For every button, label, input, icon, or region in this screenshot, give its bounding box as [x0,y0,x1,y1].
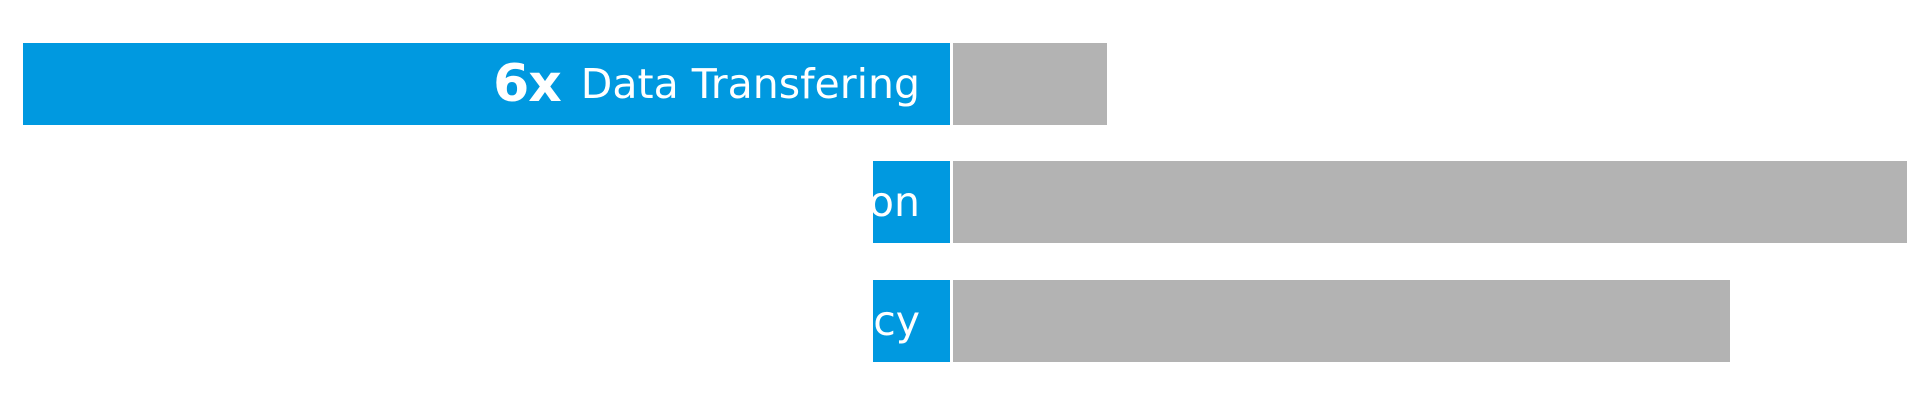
bar-primary: 1/2 Latency [650,280,950,362]
bar-category-label: Data Transfering [580,60,920,108]
bar-primary: 1/2 CPU Utilization [510,161,950,243]
bar-multiplier: 1/2 [509,172,599,232]
bar-category-label: Latency [757,297,920,345]
bar-multiplier: 6x [493,54,562,114]
bar-label: 1/2 CPU Utilization [510,161,950,243]
bar-secondary [953,43,1107,125]
bar-row: 1/2 Latency [0,280,1920,362]
bar-secondary [953,280,1731,362]
bar-primary: 6x Data Transfering [23,43,950,125]
bar-category-label: CPU Utilization [618,178,920,226]
bar-row: 6x Data Transfering [0,43,1920,125]
bar-label: 1/2 Latency [650,280,950,362]
bar-label: 6x Data Transfering [493,43,950,125]
bar-multiplier: 1/2 [649,291,739,351]
bar-row: 1/2 CPU Utilization [0,161,1920,243]
bar-secondary [953,161,1907,243]
